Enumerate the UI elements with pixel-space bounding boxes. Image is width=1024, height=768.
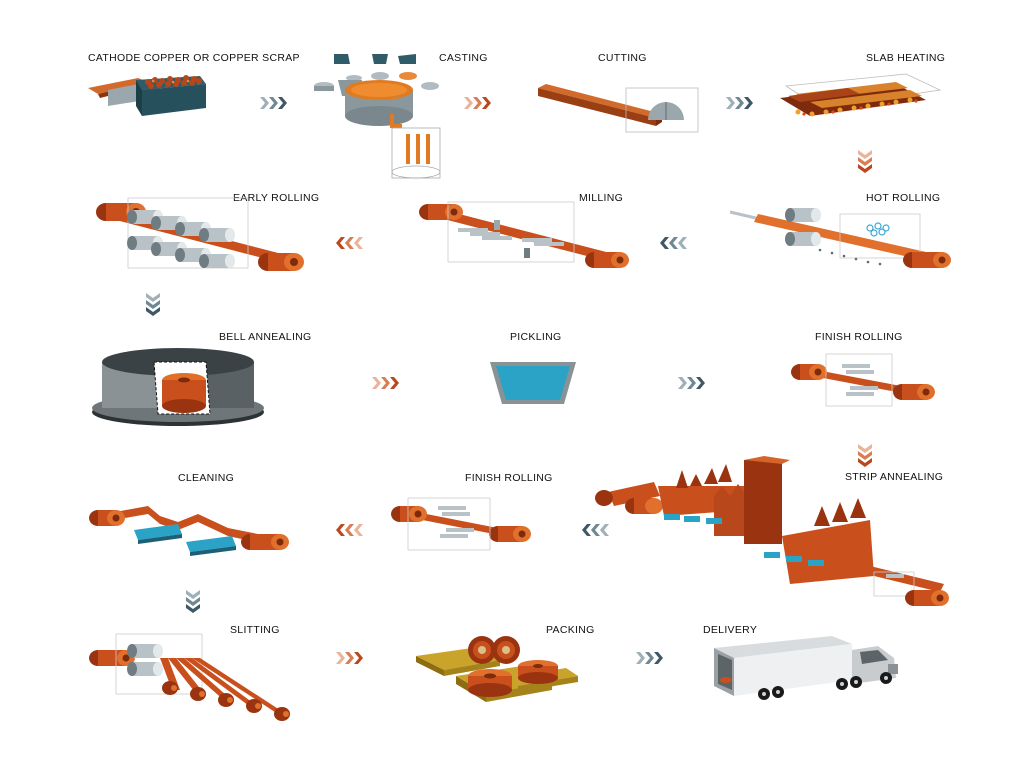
slitting-illustration (89, 633, 290, 721)
cathode-copper-bin-illustration (88, 75, 206, 116)
label-slab-heating: SLAB HEATING (866, 52, 946, 64)
finish-rolling-illustration (791, 353, 935, 407)
pickling-tank-illustration (490, 362, 576, 404)
label-bell-annealing: BELL ANNEALING (219, 331, 312, 343)
label-early-rolling: EARLY ROLLING (233, 192, 320, 204)
cleaning-illustration (89, 506, 289, 556)
arrow-left-icon (660, 237, 687, 249)
arrow-down-icon (858, 444, 872, 467)
hot-rolling-illustration (729, 208, 951, 268)
label-strip-annealing: STRIP ANNEALING (845, 471, 944, 483)
milling-illustration (419, 201, 629, 268)
arrow-left-icon (336, 237, 363, 249)
label-delivery: DELIVERY (703, 624, 758, 636)
label-cutting: CUTTING (598, 52, 647, 64)
arrow-right-icon (336, 652, 363, 664)
cutting-saw-illustration (538, 84, 699, 133)
arrow-left-icon (582, 524, 609, 536)
label-finish-rolling-1: FINISH ROLLING (815, 331, 903, 343)
packing-pallets-illustration (416, 636, 578, 702)
bell-annealing-furnace-illustration (92, 348, 264, 426)
label-hot-rolling: HOT ROLLING (866, 192, 941, 204)
finish-rolling-illustration (391, 497, 531, 551)
arrow-right-icon (260, 97, 287, 109)
arrow-right-icon (678, 377, 705, 389)
casting-furnace-illustration (314, 54, 441, 179)
arrow-right-icon (636, 652, 663, 664)
truck-icon (714, 636, 898, 700)
slab-heating-illustration (780, 73, 942, 117)
early-rolling-illustration (96, 197, 304, 271)
arrow-left-icon (336, 524, 363, 536)
label-milling: MILLING (579, 192, 624, 204)
label-cathode-copper: CATHODE COPPER OR COPPER SCRAP (88, 52, 300, 64)
arrow-right-icon (726, 97, 753, 109)
label-packing: PACKING (546, 624, 595, 636)
arrow-right-icon (372, 377, 399, 389)
arrow-down-icon (858, 150, 872, 173)
label-cleaning: CLEANING (178, 472, 235, 484)
arrow-right-icon (464, 97, 491, 109)
arrow-down-icon (146, 293, 160, 316)
label-pickling: PICKLING (510, 331, 562, 343)
label-slitting: SLITTING (230, 624, 280, 636)
arrow-down-icon (186, 590, 200, 613)
label-casting: CASTING (439, 52, 488, 64)
label-finish-rolling-2: FINISH ROLLING (465, 472, 553, 484)
strip-annealing-line-illustration (595, 456, 949, 606)
